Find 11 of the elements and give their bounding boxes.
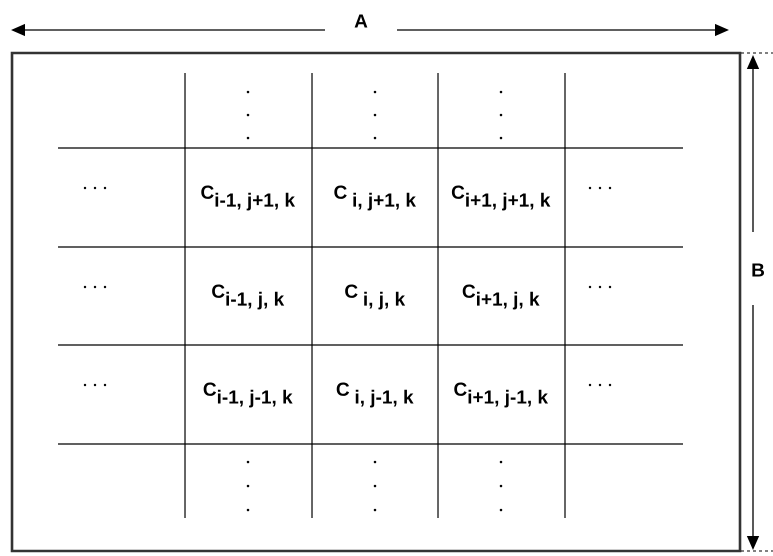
cell-label: $\textbf{C}\;{}_{\textbf{i, j-1, k}}$ <box>336 382 414 408</box>
cell-label: $\textbf{C}_{\textbf{i+1, j, k}}$ <box>462 284 540 310</box>
dimension-label: B <box>752 263 764 277</box>
cell-label: $\textbf{C}\;{}_{\textbf{i, j+1, k}}$ <box>334 185 416 210</box>
cell-label: $\textbf{C}_{\textbf{i-1, j, k}}$ <box>212 284 284 310</box>
cell-label: $\textbf{C}_{\textbf{i-1, j+1, k}}$ <box>201 185 296 210</box>
cell-label: $\textbf{C}_{\textbf{i+1, j+1, k}}$ <box>452 185 550 210</box>
dimension-label: A <box>354 14 368 28</box>
cell-label: $\textbf{C}\;{}_{\textbf{i, j, k}}$ <box>345 284 406 310</box>
cell-label: $\textbf{C}_{\textbf{i-1, j-1, k}}$ <box>204 382 293 408</box>
cell-label: $\textbf{C}_{\textbf{i+1, j-1, k}}$ <box>454 382 548 408</box>
